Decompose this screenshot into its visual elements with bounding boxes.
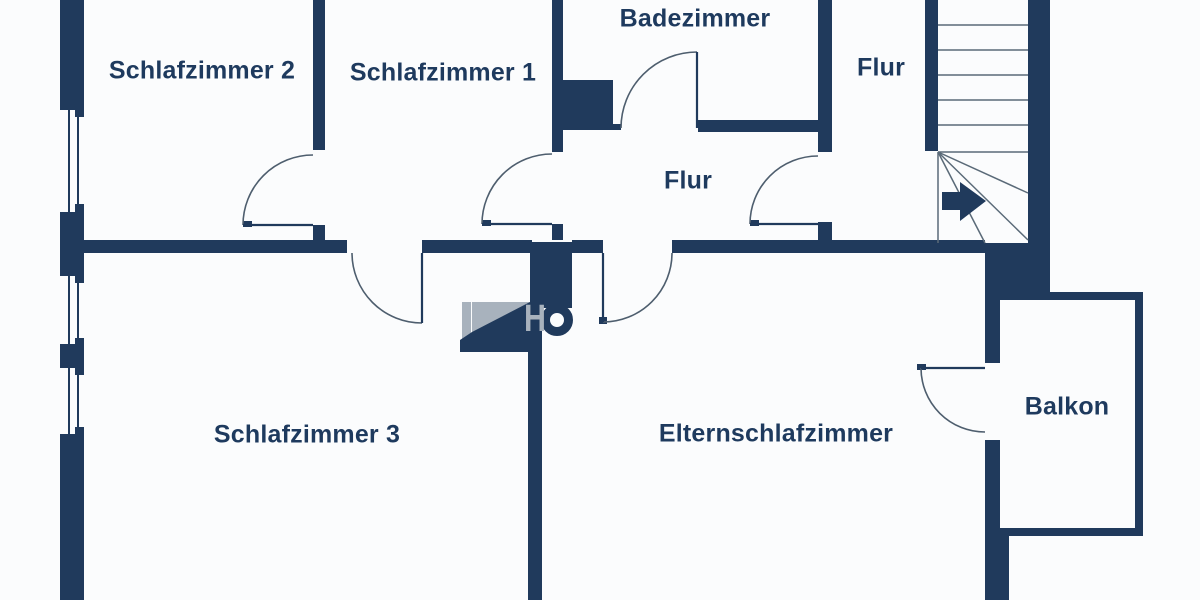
wall-horizontal-mid2 xyxy=(572,240,603,253)
watermark-letter-o xyxy=(541,304,573,336)
door-arc-schlafzimmer1 xyxy=(481,153,553,225)
wall-stair-right xyxy=(1028,0,1050,243)
window-nub xyxy=(75,368,84,375)
door-arc-badezimmer xyxy=(620,51,698,129)
wall-door-nub xyxy=(818,222,832,240)
wall-right-mid xyxy=(985,440,1000,533)
wall-right-upper xyxy=(985,297,1000,363)
wall-left-top xyxy=(60,0,84,110)
stair-winder-line xyxy=(937,151,1029,194)
wall-balkon-right xyxy=(1135,292,1143,536)
window-nub xyxy=(75,338,84,344)
wall-bath-shaft-block xyxy=(552,80,613,130)
door-arc-elternschlafzimmer xyxy=(602,252,673,323)
flag-logo-icon xyxy=(460,302,573,352)
stairs-arrow-icon xyxy=(942,182,986,221)
wall-horizontal-mid xyxy=(422,240,532,253)
window-nub xyxy=(75,204,84,212)
room-label-badezimmer: Badezimmer xyxy=(619,4,771,33)
door-arc-schlafzimmer2 xyxy=(242,154,314,226)
door-arc-flur xyxy=(749,155,819,225)
wall-door-nub xyxy=(313,225,325,240)
wall-badezimmer-bottom xyxy=(698,120,832,132)
window-glazing-icon xyxy=(77,368,79,434)
wall-balkon-top xyxy=(995,292,1143,300)
room-label-elternschlafzimmer: Elternschlafzimmer xyxy=(658,419,894,448)
room-label-schlafzimmer1: Schlafzimmer 1 xyxy=(349,58,537,87)
window-nub xyxy=(75,427,84,434)
wall-flur-flur xyxy=(818,0,832,152)
door-tick xyxy=(613,124,621,130)
wall-horizontal-right xyxy=(672,240,985,253)
wall-door-nub xyxy=(552,224,563,240)
window-nub xyxy=(75,110,84,117)
window-glazing-icon xyxy=(68,276,70,344)
wall-central-block xyxy=(530,242,572,308)
watermark-letter-h: H xyxy=(524,298,546,340)
wall-right-lower xyxy=(985,528,1009,600)
window-glazing-icon xyxy=(77,110,79,212)
window-glazing-icon xyxy=(77,276,79,344)
room-label-schlafzimmer2: Schlafzimmer 2 xyxy=(108,56,296,85)
door-arc-balkon xyxy=(920,367,986,433)
room-label-balkon: Balkon xyxy=(1024,392,1110,421)
window-glazing-icon xyxy=(68,110,70,212)
window-nub xyxy=(75,276,84,283)
room-label-flur-top: Flur xyxy=(856,53,906,82)
window-glazing-icon xyxy=(68,368,70,434)
room-label-schlafzimmer3: Schlafzimmer 3 xyxy=(213,420,401,449)
wall-balkon-bottom xyxy=(997,528,1143,536)
door-arc-schlafzimmer3 xyxy=(351,252,423,324)
wall-schlafzimmer1-flur xyxy=(552,0,563,152)
staircase xyxy=(937,24,1029,244)
wall-stair-left xyxy=(925,0,938,151)
flag-pole xyxy=(462,302,471,350)
wall-schlafzimmer2-1 xyxy=(313,0,325,150)
room-label-flur-mitte: Flur xyxy=(663,166,713,195)
stair-winder-line xyxy=(937,151,1029,241)
wall-schlafzimmer3-eltern xyxy=(528,308,542,600)
wall-left-bottom xyxy=(60,434,84,600)
wall-left-pier xyxy=(60,344,84,368)
wall-horizontal-left xyxy=(60,240,347,253)
flag-body xyxy=(460,302,533,352)
wall-stair-bottom-block xyxy=(985,243,1050,297)
